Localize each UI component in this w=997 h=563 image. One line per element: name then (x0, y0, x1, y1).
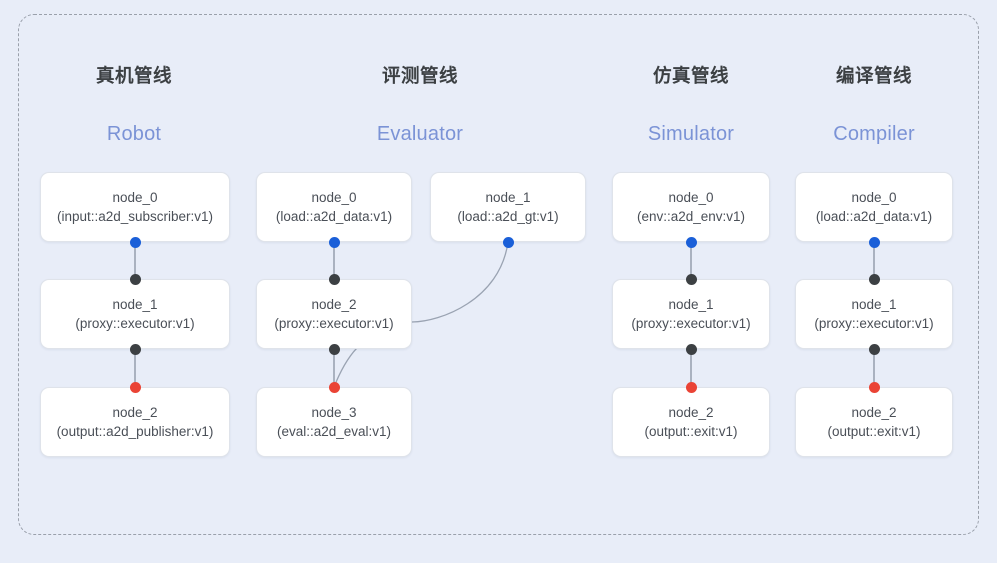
node-card[interactable]: node_1(proxy::executor:v1) (612, 279, 770, 349)
node-port-out-icon[interactable] (868, 343, 880, 355)
node-card[interactable]: node_0(env::a2d_env:v1) (612, 172, 770, 242)
node-port-in-icon[interactable] (868, 381, 880, 393)
node-port-out-icon[interactable] (328, 236, 340, 248)
node-spec: (output::exit:v1) (644, 424, 738, 439)
node-name: node_1 (112, 297, 158, 312)
node-card[interactable]: node_0(load::a2d_data:v1) (256, 172, 412, 242)
node-spec: (eval::a2d_eval:v1) (276, 424, 392, 439)
column-title-en-robot: Robot (106, 123, 162, 145)
edge-curve (411, 241, 509, 323)
node-port-in-icon[interactable] (685, 273, 697, 285)
node-port-out-icon[interactable] (129, 236, 141, 248)
node-name: node_2 (311, 297, 357, 312)
node-port-in-icon[interactable] (129, 273, 141, 285)
node-port-out-icon[interactable] (129, 343, 141, 355)
node-name: node_2 (668, 405, 714, 420)
node-name: node_0 (311, 190, 357, 205)
node-port-out-icon[interactable] (328, 343, 340, 355)
node-card[interactable]: node_0(input::a2d_subscriber:v1) (40, 172, 230, 242)
node-name: node_1 (668, 297, 714, 312)
node-name: node_1 (485, 190, 531, 205)
node-port-in-icon[interactable] (328, 273, 340, 285)
node-spec: (input::a2d_subscriber:v1) (56, 209, 214, 224)
node-name: node_0 (851, 190, 897, 205)
node-port-out-icon[interactable] (685, 343, 697, 355)
node-port-out-icon[interactable] (868, 236, 880, 248)
column-title-cn-compiler: 编译管线 (835, 65, 912, 86)
column-title-cn-evaluator: 评测管线 (381, 65, 458, 86)
column-title-en-evaluator: Evaluator (376, 123, 464, 145)
node-name: node_0 (112, 190, 158, 205)
node-port-in-icon[interactable] (868, 273, 880, 285)
node-spec: (output::exit:v1) (827, 424, 921, 439)
node-port-out-icon[interactable] (685, 236, 697, 248)
node-spec: (proxy::executor:v1) (274, 316, 394, 331)
node-spec: (load::a2d_data:v1) (275, 209, 393, 224)
node-card[interactable]: node_2(proxy::executor:v1) (256, 279, 412, 349)
node-spec: (output::a2d_publisher:v1) (56, 424, 214, 439)
node-card[interactable]: node_2(output::a2d_publisher:v1) (40, 387, 230, 457)
node-name: node_2 (851, 405, 897, 420)
node-card[interactable]: node_2(output::exit:v1) (612, 387, 770, 457)
node-spec: (proxy::executor:v1) (814, 316, 934, 331)
node-spec: (proxy::executor:v1) (631, 316, 751, 331)
node-port-in-icon[interactable] (328, 381, 340, 393)
node-card[interactable]: node_2(output::exit:v1) (795, 387, 953, 457)
node-card[interactable]: node_1(load::a2d_gt:v1) (430, 172, 586, 242)
node-spec: (load::a2d_data:v1) (815, 209, 933, 224)
node-spec: (env::a2d_env:v1) (636, 209, 746, 224)
column-title-en-simulator: Simulator (647, 123, 735, 145)
node-spec: (proxy::executor:v1) (75, 316, 195, 331)
node-spec: (load::a2d_gt:v1) (457, 209, 559, 224)
node-card[interactable]: node_1(proxy::executor:v1) (40, 279, 230, 349)
node-card[interactable]: node_1(proxy::executor:v1) (795, 279, 953, 349)
node-card[interactable]: node_3(eval::a2d_eval:v1) (256, 387, 412, 457)
node-name: node_1 (851, 297, 897, 312)
node-name: node_0 (668, 190, 714, 205)
node-port-out-icon[interactable] (502, 236, 514, 248)
column-title-cn-robot: 真机管线 (95, 65, 172, 86)
node-name: node_2 (112, 405, 158, 420)
column-title-en-compiler: Compiler (833, 123, 915, 145)
node-port-in-icon[interactable] (129, 381, 141, 393)
node-name: node_3 (311, 405, 357, 420)
node-port-in-icon[interactable] (685, 381, 697, 393)
node-card[interactable]: node_0(load::a2d_data:v1) (795, 172, 953, 242)
column-title-cn-simulator: 仿真管线 (652, 65, 729, 86)
